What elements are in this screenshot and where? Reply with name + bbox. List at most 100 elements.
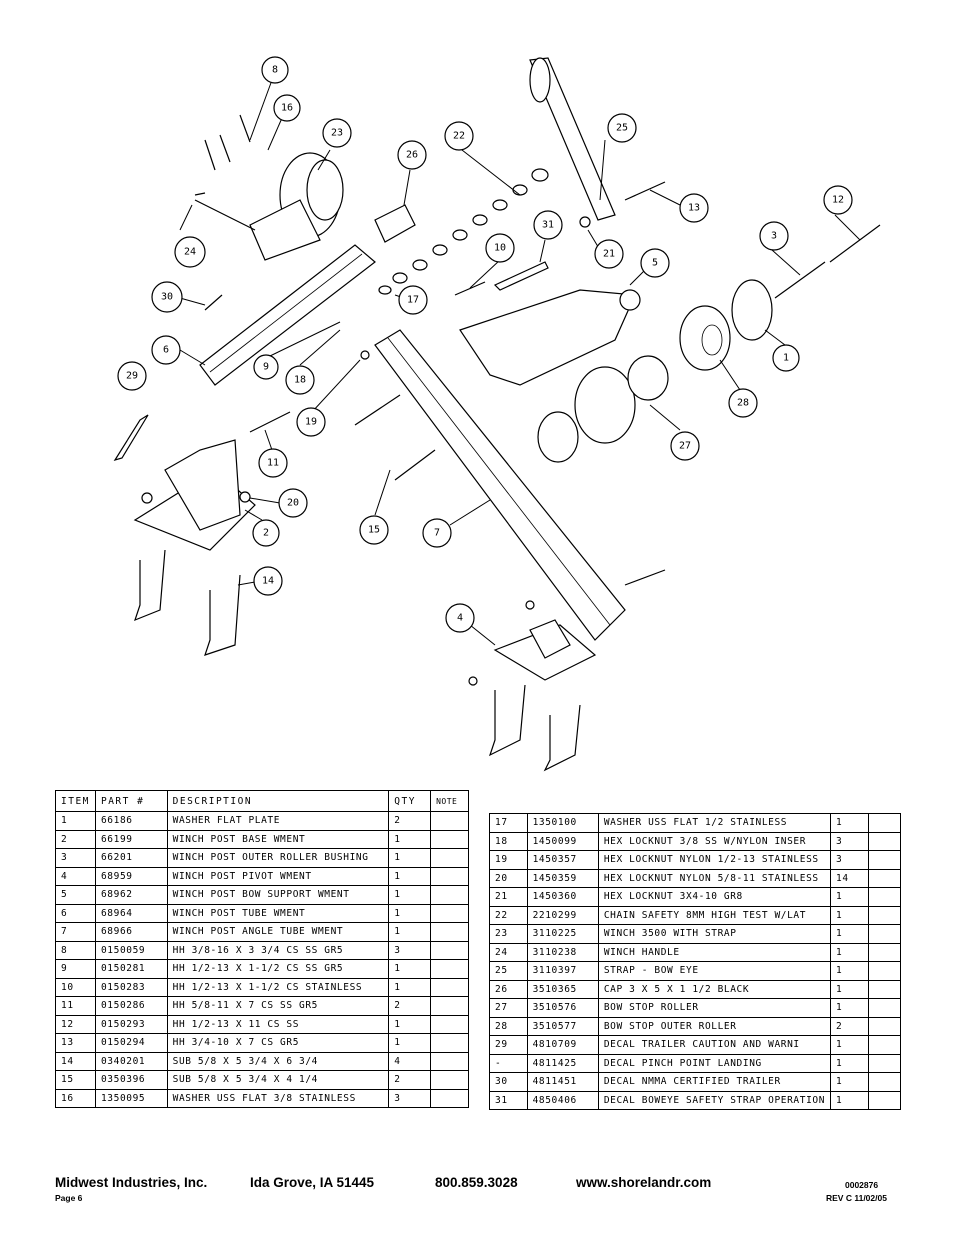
callout: 14 xyxy=(253,566,283,596)
callout: 15 xyxy=(359,515,389,545)
angle-tube-part xyxy=(374,329,626,641)
bolt-8-part-1 xyxy=(204,139,216,171)
cell-note xyxy=(867,850,902,870)
cell-part-number: 0150294 xyxy=(94,1033,168,1053)
footer-phone: 800.859.3028 xyxy=(435,1175,518,1190)
cell-item: 8 xyxy=(55,940,96,960)
callout: 26 xyxy=(397,140,427,170)
cell-item: 23 xyxy=(489,924,528,944)
header-note: NOTE xyxy=(430,790,469,812)
cell-item: 28 xyxy=(489,1016,528,1036)
cell-qty: 1 xyxy=(388,1033,432,1053)
callout: 31 xyxy=(533,210,563,240)
cell-item: 12 xyxy=(55,1014,96,1034)
callout: 20 xyxy=(278,488,308,518)
cell-qty: 1 xyxy=(830,1035,869,1055)
callout-label: 19 xyxy=(305,417,317,428)
callout: 18 xyxy=(285,365,315,395)
callout: 21 xyxy=(594,239,624,269)
cell-note xyxy=(867,868,902,888)
cell-qty: 1 xyxy=(830,942,869,962)
callout: 16 xyxy=(273,94,301,122)
cell-item: 29 xyxy=(489,1035,528,1055)
cell-description: WINCH POST TUBE WMENT xyxy=(166,903,390,923)
cell-part-number: 1350100 xyxy=(526,813,599,833)
callout: 10 xyxy=(485,233,515,263)
cap-part xyxy=(374,204,416,243)
nut-part xyxy=(360,350,370,360)
cell-description: WASHER USS FLAT 3/8 STAINLESS xyxy=(166,1088,390,1108)
cell-description: WINCH POST OUTER ROLLER BUSHING xyxy=(166,848,390,868)
cell-note xyxy=(430,1070,469,1090)
cell-part-number: 68959 xyxy=(94,866,168,886)
cell-item: 10 xyxy=(55,977,96,997)
callout-label: 9 xyxy=(263,362,269,373)
cell-note xyxy=(867,979,902,999)
cell-item: 31 xyxy=(489,1090,528,1110)
cell-item: 6 xyxy=(55,903,96,923)
cell-description: HEX LOCKNUT 3X4-10 GR8 xyxy=(597,887,832,907)
cell-note xyxy=(867,1016,902,1036)
cell-item: 3 xyxy=(55,848,96,868)
callout: 9 xyxy=(253,354,279,380)
cell-note xyxy=(430,848,469,868)
cell-part-number: 4810709 xyxy=(526,1035,599,1055)
cell-qty: 2 xyxy=(388,1070,432,1090)
cell-item: 15 xyxy=(55,1070,96,1090)
footer-doc-number: 0002876 xyxy=(845,1180,879,1190)
nut-part xyxy=(525,600,535,610)
cell-item: 2 xyxy=(55,829,96,849)
callout: 3 xyxy=(759,221,789,251)
callout: 28 xyxy=(728,388,758,418)
cell-item: 19 xyxy=(489,850,528,870)
cell-note xyxy=(867,905,902,925)
callout-label: 7 xyxy=(434,528,440,539)
header-part-number: PART # xyxy=(94,790,168,812)
cell-part-number: 3110238 xyxy=(526,942,599,962)
cell-note xyxy=(867,961,902,981)
callout: 4 xyxy=(445,603,475,633)
part-drawings xyxy=(113,57,881,772)
callout: 25 xyxy=(607,113,637,143)
cell-note xyxy=(867,831,902,851)
cell-description: STRAP - BOW EYE xyxy=(597,961,832,981)
cell-qty: 14 xyxy=(830,868,869,888)
decal-30-part xyxy=(204,294,223,311)
cell-part-number: 0150283 xyxy=(94,977,168,997)
cell-item: 11 xyxy=(55,996,96,1016)
cell-part-number: 0150059 xyxy=(94,940,168,960)
cell-description: DECAL TRAILER CAUTION AND WARNI xyxy=(597,1035,832,1055)
callout-label: 11 xyxy=(267,458,279,469)
cell-description: BOW STOP ROLLER xyxy=(597,998,832,1018)
cell-qty: 1 xyxy=(388,922,432,942)
cell-note xyxy=(430,866,469,886)
cell-part-number: 66199 xyxy=(94,829,168,849)
callout-label: 1 xyxy=(783,353,789,364)
callout-label: 17 xyxy=(407,295,419,306)
washer-flat-plate-part xyxy=(731,279,773,341)
cell-qty: 1 xyxy=(830,979,869,999)
cell-qty: 1 xyxy=(388,829,432,849)
cell-part-number: 68962 xyxy=(94,885,168,905)
exploded-parts-diagram: 8 16 23 22 26 25 13 12 31 10 21 3 5 24 3… xyxy=(113,56,881,772)
callout-label: 2 xyxy=(263,528,269,539)
cell-description: SUB 5/8 X 5 3/4 X 6 3/4 xyxy=(166,1051,390,1071)
nut-part xyxy=(468,676,478,686)
cell-part-number: 2210299 xyxy=(526,905,599,925)
cell-note xyxy=(867,813,902,833)
cell-description: HH 1/2-13 X 1-1/2 CS SS GR5 xyxy=(166,959,390,979)
callout-label: 24 xyxy=(184,247,196,258)
bolt-13-part xyxy=(624,181,666,201)
bolt-long-part xyxy=(624,569,666,586)
cell-item: 27 xyxy=(489,998,528,1018)
bolt-11-part xyxy=(249,411,291,433)
cell-note xyxy=(430,903,469,923)
